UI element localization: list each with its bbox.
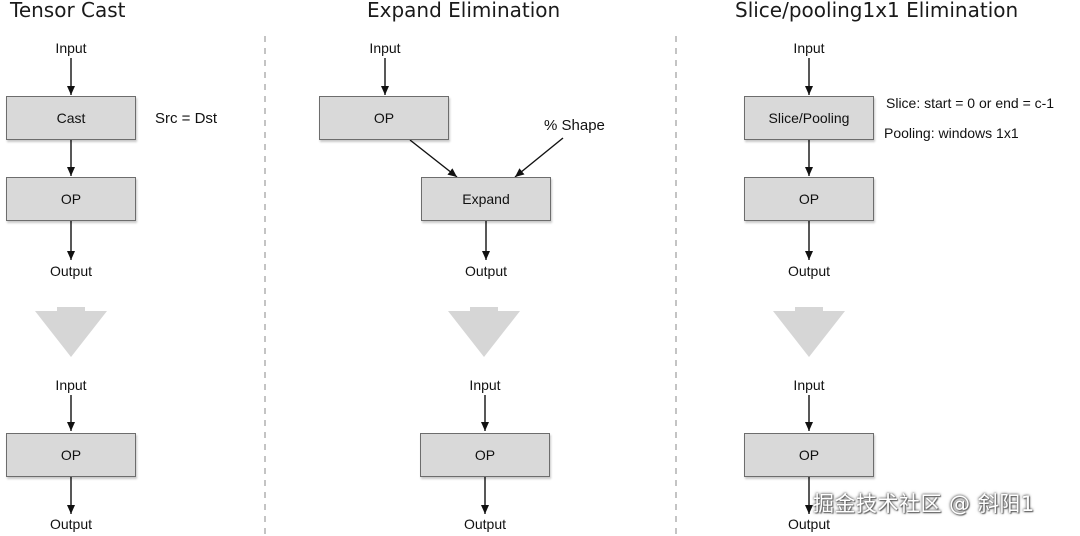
op-node: OP (744, 177, 874, 221)
transform-arrow-2 (448, 307, 520, 357)
output-label: Output (787, 263, 831, 279)
input-label: Input (55, 40, 87, 56)
transform-arrow-3 (773, 307, 845, 357)
expand-node: Expand (421, 177, 551, 221)
input-label: Input (369, 40, 401, 56)
panel-title-slice-pooling-elimination: Slice/pooling1x1 Elimination (735, 0, 1019, 22)
after-op-node: OP (6, 433, 136, 477)
cast-node: Cast (6, 96, 136, 140)
after-output-label: Output (787, 516, 831, 532)
output-label: Output (49, 263, 93, 279)
panel-title-tensor-cast: Tensor Cast (10, 0, 126, 22)
output-label: Output (464, 263, 508, 279)
transform-arrow-1 (35, 307, 107, 357)
panel-title-expand-elimination: Expand Elimination (367, 0, 561, 22)
slice-pooling-node: Slice/Pooling (744, 96, 874, 140)
pooling-condition-note: Pooling: windows 1x1 (884, 125, 1019, 141)
after-output-label: Output (463, 516, 507, 532)
after-op-node: OP (420, 433, 550, 477)
after-output-label: Output (49, 516, 93, 532)
after-input-label: Input (469, 377, 501, 393)
arrow-shape-to-expand (514, 137, 564, 178)
src-dst-note: Src = Dst (155, 110, 218, 127)
after-input-label: Input (55, 377, 87, 393)
arrow-op-to-expand (409, 139, 458, 178)
after-op-node: OP (744, 433, 874, 477)
watermark-text: 掘金技术社区 @ 斜阳1 (813, 492, 1035, 516)
op-node: OP (319, 96, 449, 140)
slice-condition-note: Slice: start = 0 or end = c-1 (886, 95, 1055, 111)
shape-note: % Shape (544, 117, 605, 134)
op-node: OP (6, 177, 136, 221)
input-label: Input (793, 40, 825, 56)
after-input-label: Input (793, 377, 825, 393)
